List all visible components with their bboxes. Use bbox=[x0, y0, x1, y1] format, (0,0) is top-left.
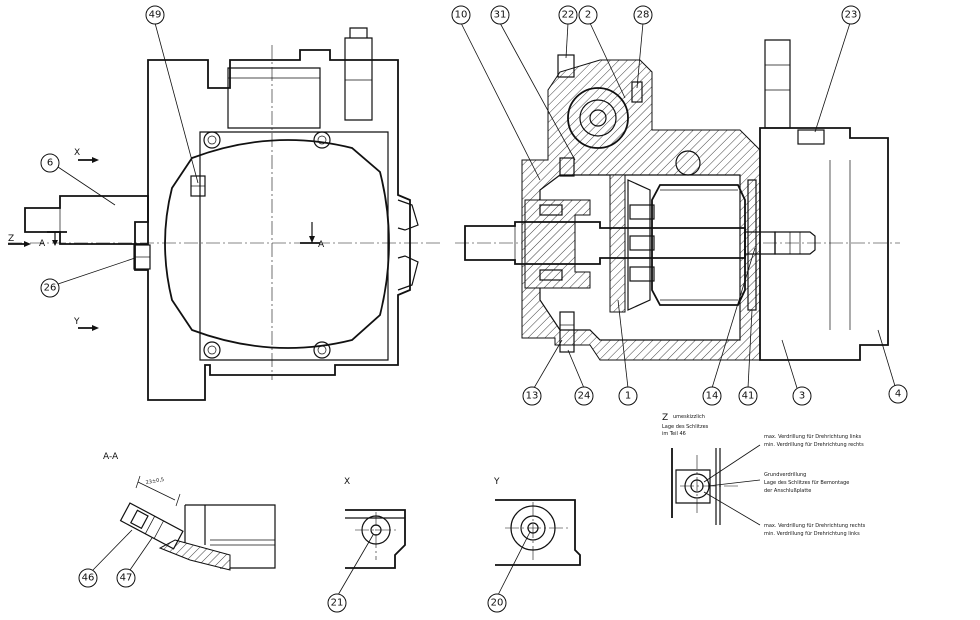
callout-31-label: 31 bbox=[494, 10, 507, 21]
callout-20: 20 bbox=[487, 531, 531, 613]
callout-26-label: 26 bbox=[44, 283, 57, 294]
callout-14: 14 bbox=[702, 247, 756, 406]
callout-24-label: 24 bbox=[578, 391, 591, 402]
callout-3: 3 bbox=[781, 339, 812, 406]
section-a-a-drawing bbox=[119, 475, 276, 571]
callout-21: 21 bbox=[327, 534, 374, 613]
section-marker-a-right: A bbox=[318, 240, 325, 250]
callout-13-label: 13 bbox=[526, 391, 539, 402]
callout-23: 23 bbox=[814, 5, 861, 133]
detail-z-note-bot-1: max. Verdrillung für Drehrichtung rechts bbox=[764, 523, 866, 529]
callout-6-label: 6 bbox=[47, 158, 53, 169]
section-title-y: Y bbox=[493, 477, 500, 487]
left-view bbox=[8, 27, 440, 401]
callout-47: 47 bbox=[116, 537, 153, 588]
callout-22: 22 bbox=[558, 5, 578, 59]
callout-3-label: 3 bbox=[799, 391, 805, 402]
section-title-aa: A-A bbox=[103, 452, 119, 462]
callout-2: 2 bbox=[578, 5, 626, 99]
callout-10-label: 10 bbox=[455, 10, 468, 21]
callout-14-label: 14 bbox=[706, 391, 719, 402]
callout-31: 31 bbox=[490, 5, 576, 161]
detail-z-sub2: im Teil 46 bbox=[662, 431, 686, 437]
callout-10: 10 bbox=[451, 5, 541, 181]
callout-2-label: 2 bbox=[585, 10, 591, 21]
detail-z-note-mid-3: der Anschlußplatte bbox=[764, 488, 811, 494]
callout-28-label: 28 bbox=[637, 10, 650, 21]
callout-46: 46 bbox=[78, 529, 133, 588]
detail-z-note-mid-2: Lage des Schlitzes für Bemontage bbox=[764, 480, 849, 486]
callout-49: 49 bbox=[145, 5, 199, 184]
callout-21-label: 21 bbox=[331, 598, 344, 609]
detail-z-drawing bbox=[671, 444, 761, 526]
detail-z-caption: umeskizzlich bbox=[673, 414, 705, 420]
callout-28: 28 bbox=[633, 5, 653, 89]
callout-24: 24 bbox=[567, 349, 594, 406]
callout-23-label: 23 bbox=[845, 10, 858, 21]
callout-13: 13 bbox=[522, 339, 563, 406]
callout-41: 41 bbox=[738, 309, 758, 406]
view-marker-x: X bbox=[74, 148, 80, 158]
view-x-drawing bbox=[345, 509, 406, 569]
callout-4-label: 4 bbox=[895, 389, 901, 400]
section-marker-a-left: A bbox=[39, 239, 46, 249]
detail-z-note-top-2: min. Verdrillung für Drehrichtung rechts bbox=[764, 442, 864, 448]
callout-46-label: 46 bbox=[82, 573, 95, 584]
callout-6: 6 bbox=[40, 153, 116, 206]
callout-41-label: 41 bbox=[742, 391, 755, 402]
callout-20-label: 20 bbox=[491, 598, 504, 609]
callout-49-label: 49 bbox=[149, 10, 162, 21]
callout-26: 26 bbox=[40, 257, 136, 298]
detail-z-sub1: Lage des Schlitzes bbox=[662, 424, 709, 430]
right-view-section bbox=[455, 39, 900, 361]
view-marker-y: Y bbox=[73, 317, 80, 327]
detail-z-note-bot-2: min. Verdrillung für Drehrichtung links bbox=[764, 531, 860, 537]
dimension-label: 23±0,5 bbox=[145, 477, 164, 486]
view-y-drawing bbox=[495, 499, 581, 566]
callout-1-label: 1 bbox=[625, 391, 631, 402]
detail-z-note-mid-1: Grundverdrillung bbox=[764, 472, 806, 478]
callout-4: 4 bbox=[877, 329, 908, 404]
callout-1: 1 bbox=[617, 299, 638, 406]
detail-z-letter: Z bbox=[662, 413, 668, 423]
detail-z-note-top-1: max. Verdrillung für Drehrichtung links bbox=[764, 434, 862, 440]
callout-22-label: 22 bbox=[562, 10, 575, 21]
section-title-x: X bbox=[344, 477, 350, 487]
view-marker-z: Z bbox=[8, 234, 14, 244]
callout-47-label: 47 bbox=[120, 573, 133, 584]
